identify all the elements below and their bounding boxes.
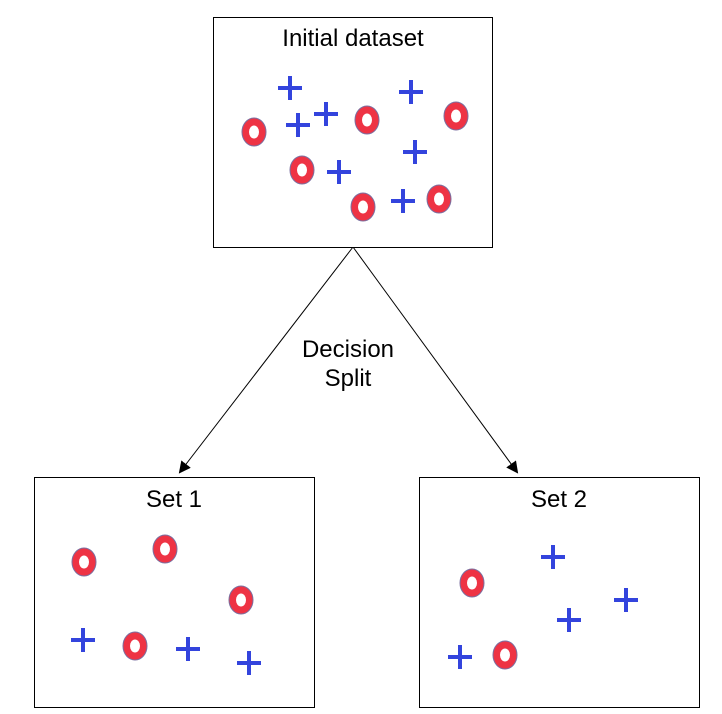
circle-marker	[426, 184, 452, 214]
edge-label-split: Split	[325, 365, 372, 392]
circle-marker	[152, 534, 178, 564]
node-initial-dataset: Initial dataset	[213, 17, 493, 248]
circle-marker	[350, 192, 376, 222]
node-title: Set 2	[531, 486, 587, 513]
node-title: Initial dataset	[282, 25, 424, 52]
edge-initial-to-set2	[352, 246, 519, 474]
circle-marker	[241, 117, 267, 147]
circle-marker	[492, 640, 518, 670]
node-set-2: Set 2	[419, 477, 700, 708]
circle-marker	[459, 568, 485, 598]
edge-label-decision: Decision	[302, 336, 394, 363]
circle-marker	[354, 105, 380, 135]
circle-marker	[228, 585, 254, 615]
circle-marker	[289, 155, 315, 185]
circle-marker	[443, 101, 469, 131]
edge-initial-to-set1	[178, 246, 354, 474]
node-title: Set 1	[146, 486, 202, 513]
node-set-1: Set 1	[34, 477, 315, 708]
node-box	[34, 477, 315, 708]
circle-marker	[71, 547, 97, 577]
circle-marker	[122, 631, 148, 661]
